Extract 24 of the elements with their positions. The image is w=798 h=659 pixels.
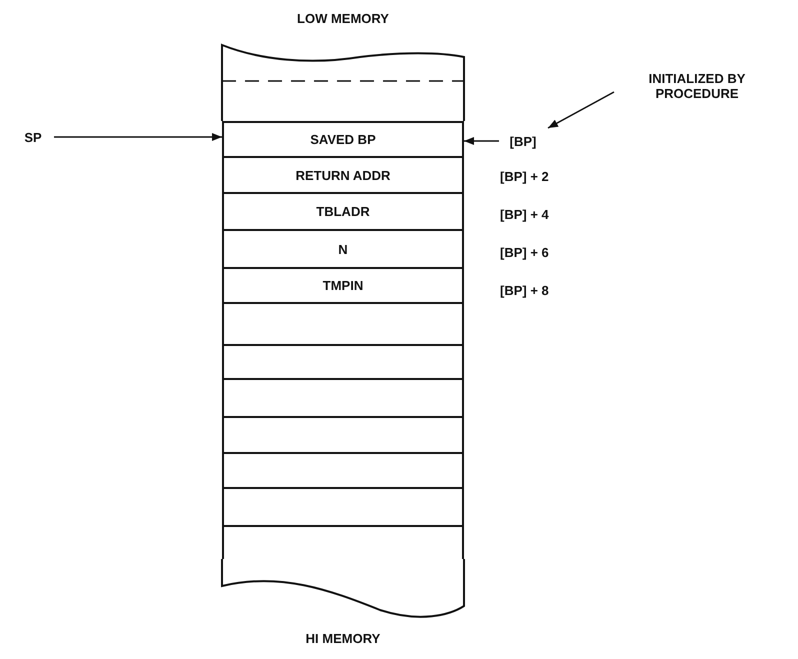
arrow bbox=[464, 137, 499, 145]
stack-cell: N bbox=[222, 229, 464, 267]
annotation-text: INITIALIZED BY PROCEDURE bbox=[612, 66, 782, 106]
arrow bbox=[54, 133, 222, 141]
empty-stack-cell bbox=[222, 302, 464, 344]
offset-label: [BP] + 6 bbox=[500, 244, 550, 262]
memory-end-label: LOW MEMORY bbox=[296, 10, 390, 28]
empty-stack-cell bbox=[222, 452, 464, 487]
empty-stack-cell bbox=[222, 487, 464, 525]
arrow bbox=[548, 91, 614, 129]
empty-stack-cell bbox=[222, 416, 464, 452]
stack-cell: TBLADR bbox=[222, 192, 464, 229]
offset-label: [BP] + 8 bbox=[500, 282, 550, 300]
stack-cell: TMPIN bbox=[222, 267, 464, 302]
empty-stack-cell bbox=[222, 344, 464, 378]
stack-cell: RETURN ADDR bbox=[222, 156, 464, 192]
pointer-label: SP bbox=[14, 127, 52, 147]
memory-end-label: HI MEMORY bbox=[304, 630, 382, 648]
register-label: [BP] bbox=[500, 129, 546, 154]
empty-stack-cell bbox=[222, 525, 464, 559]
offset-label: [BP] + 4 bbox=[500, 206, 550, 224]
empty-stack-cell bbox=[222, 378, 464, 416]
stack-cell: SAVED BP bbox=[222, 121, 464, 156]
offset-label: [BP] + 2 bbox=[500, 168, 550, 186]
